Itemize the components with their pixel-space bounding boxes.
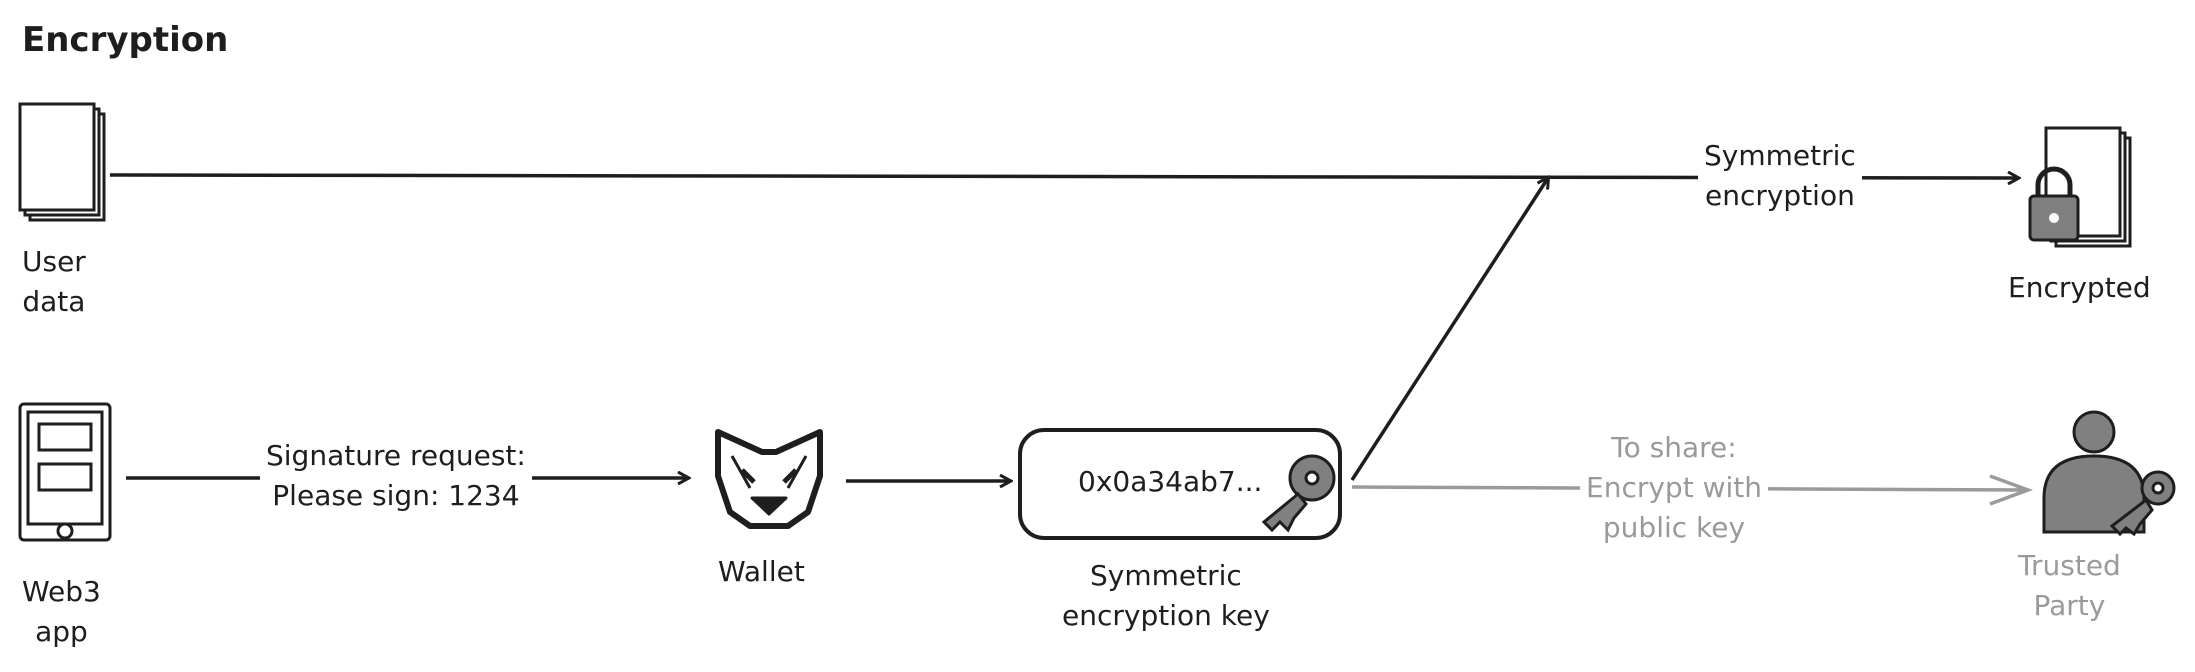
web3-app-label-line-1: Web3 bbox=[22, 575, 101, 608]
key-icon bbox=[1261, 454, 1336, 533]
trusted-party-line-1: Trusted bbox=[2018, 549, 2121, 582]
wallet-label: Wallet bbox=[718, 555, 805, 588]
symmetric-encryption-label: Symmetric encryption bbox=[1698, 136, 1862, 216]
symmetric-encryption-line-1: Symmetric bbox=[1704, 139, 1856, 172]
signature-request-label: Signature request: Please sign: 1234 bbox=[260, 436, 532, 516]
key-value-text: 0x0a34ab7... bbox=[1078, 465, 1263, 498]
document-stack-icon bbox=[18, 102, 106, 222]
phone-icon bbox=[18, 402, 112, 542]
to-share-label: To share: Encrypt with public key bbox=[1580, 428, 1768, 548]
signature-request-line-2: Please sign: 1234 bbox=[272, 479, 520, 512]
trusted-party-line-2: Party bbox=[2033, 589, 2106, 622]
key-caption-line-2: encryption key bbox=[1062, 599, 1270, 632]
share-arrow-head bbox=[1989, 474, 2034, 506]
person-with-key-icon bbox=[2042, 410, 2176, 537]
key-to-encryption-arrow bbox=[1350, 178, 1548, 481]
diagram-title: Encryption bbox=[22, 20, 229, 60]
encrypted-document-icon bbox=[2028, 126, 2132, 248]
key-caption-line-1: Symmetric bbox=[1089, 559, 1242, 592]
key-box bbox=[1018, 428, 1342, 540]
symmetric-encryption-line-2: encryption bbox=[1704, 179, 1855, 212]
user-data-label: User data bbox=[22, 242, 86, 322]
web3-app-label: Web3 app bbox=[22, 572, 101, 652]
web3-app-label-line-2: app bbox=[35, 615, 88, 648]
user-data-label-line-2: data bbox=[22, 285, 86, 318]
trusted-party-label: Trusted Party bbox=[2018, 546, 2121, 626]
to-share-line-3: public key bbox=[1602, 511, 1746, 544]
user-data-label-line-1: User bbox=[22, 245, 86, 278]
to-share-line-1: To share: bbox=[1611, 431, 1737, 464]
key-caption-label: Symmetric encryption key bbox=[1062, 556, 1270, 636]
fox-wallet-icon bbox=[715, 429, 823, 529]
to-share-line-2: Encrypt with bbox=[1586, 471, 1762, 504]
encrypted-label: Encrypted bbox=[2008, 271, 2151, 304]
signature-request-line-1: Signature request: bbox=[266, 439, 526, 472]
